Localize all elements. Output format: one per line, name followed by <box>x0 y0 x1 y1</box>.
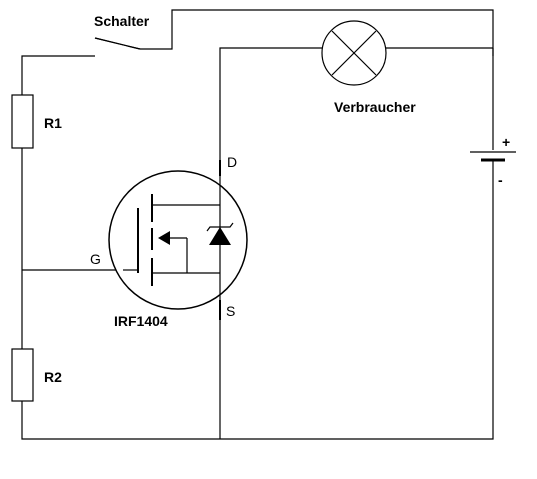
bottom-wire <box>21 186 494 440</box>
top-wire <box>21 9 494 95</box>
load-label: Verbraucher <box>334 99 416 115</box>
lamp-icon <box>321 20 387 86</box>
switch-symbol <box>94 37 141 50</box>
battery-plus-label: + <box>502 134 510 150</box>
battery-minus-label: - <box>498 172 503 188</box>
drain-wire <box>219 47 322 176</box>
part-label: IRF1404 <box>114 313 168 329</box>
battery-icon <box>470 151 516 162</box>
mosfet-symbol <box>108 160 248 320</box>
gate-label: G <box>90 251 101 267</box>
r1-label: R1 <box>44 115 62 131</box>
r2-label: R2 <box>44 369 62 385</box>
drain-label: D <box>227 154 237 170</box>
switch-label: Schalter <box>94 13 150 29</box>
resistor-r2 <box>11 348 34 402</box>
resistor-r1 <box>11 94 34 149</box>
source-label: S <box>226 303 235 319</box>
